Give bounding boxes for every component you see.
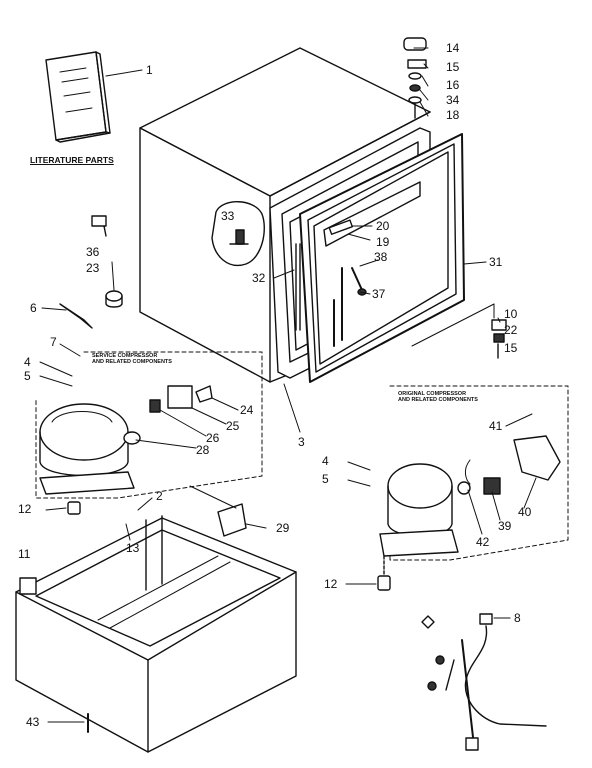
bracket-part [189, 485, 247, 537]
callout-36: 36 [86, 245, 100, 259]
callout-23: 23 [86, 261, 100, 275]
callout-33: 33 [221, 209, 235, 223]
callout-12a: 12 [18, 502, 32, 516]
door-frame [299, 133, 465, 383]
callout-31: 31 [489, 255, 503, 269]
cutaway-detail [211, 201, 265, 267]
service-compressor-box [35, 351, 263, 499]
callout-2: 2 [156, 489, 163, 503]
callout-4b: 4 [322, 454, 329, 468]
literature-booklet [45, 51, 111, 143]
callout-42: 42 [476, 535, 490, 549]
callout-4a: 4 [24, 355, 31, 369]
callout-37: 37 [372, 287, 386, 301]
service-box-line1: SERVICE COMPRESSOR [92, 353, 158, 359]
literature-parts-label: LITERATURE PARTS [30, 155, 114, 165]
wiring-harness [421, 613, 547, 751]
callout-28: 28 [196, 443, 210, 457]
callout-22: 22 [504, 323, 518, 337]
original-box-line2: AND RELATED COMPONENTS [398, 396, 478, 403]
callout-3: 3 [298, 435, 305, 449]
callout-43: 43 [26, 715, 40, 729]
original-compressor-box [379, 385, 569, 561]
callout-16: 16 [446, 78, 460, 92]
callout-20: 20 [376, 219, 390, 233]
original-box-label: ORIGINAL COMPRESSOR AND RELATED COMPONEN… [398, 391, 478, 404]
callout-15a: 15 [446, 60, 460, 74]
callout-32: 32 [252, 271, 266, 285]
callout-13: 13 [126, 541, 140, 555]
callout-38: 38 [374, 250, 388, 264]
callout-10: 10 [504, 307, 518, 321]
callout-34: 34 [446, 93, 460, 107]
callout-40: 40 [518, 505, 532, 519]
service-box-line2: AND RELATED COMPONENTS [92, 358, 172, 365]
callout-1: 1 [146, 63, 153, 77]
original-box-line1: ORIGINAL COMPRESSOR [398, 391, 467, 397]
callout-6: 6 [30, 301, 37, 315]
door-interior-parts [328, 219, 367, 296]
callout-19: 19 [376, 235, 390, 249]
base-pan [15, 515, 297, 753]
callout-8: 8 [514, 611, 521, 625]
grommets [67, 501, 391, 591]
callout-5a: 5 [24, 369, 31, 383]
service-box-label: SERVICE COMPRESSOR AND RELATED COMPONENT… [92, 353, 172, 366]
upper-hinge-parts [403, 37, 427, 119]
callout-14: 14 [446, 41, 460, 55]
callout-25: 25 [226, 419, 240, 433]
callout-15b: 15 [504, 341, 518, 355]
leader-lines [39, 47, 537, 733]
callout-29: 29 [276, 521, 290, 535]
callout-11: 11 [18, 547, 31, 561]
callout-7: 7 [50, 335, 57, 349]
callout-24: 24 [240, 403, 254, 417]
small-parts-left [59, 215, 123, 329]
callout-39: 39 [498, 519, 512, 533]
callout-12b: 12 [324, 577, 338, 591]
callout-18: 18 [446, 108, 460, 122]
callout-5b: 5 [322, 472, 329, 486]
callout-26: 26 [206, 431, 220, 445]
callout-41: 41 [489, 419, 503, 433]
